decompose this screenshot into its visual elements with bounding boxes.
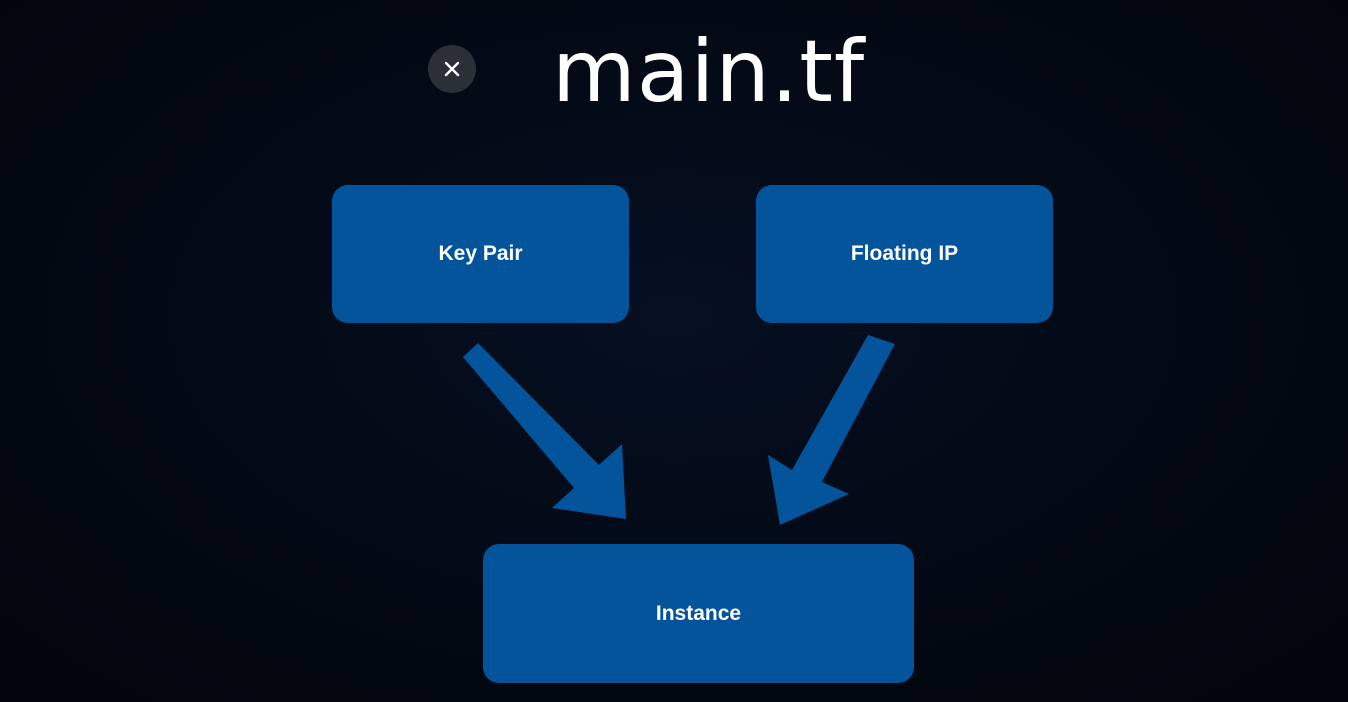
node-label: Key Pair [438, 242, 523, 265]
node-instance: Instance [483, 544, 914, 683]
close-icon [444, 61, 460, 77]
node-floating-ip: Floating IP [756, 185, 1053, 323]
arrow-key-pair-to-instance [463, 343, 626, 519]
node-label: Instance [655, 601, 742, 625]
close-button[interactable] [428, 45, 476, 93]
node-key-pair: Key Pair [332, 185, 629, 323]
slide-title: main.tf [552, 22, 866, 122]
node-label: Floating IP [850, 242, 959, 265]
arrow-floating-ip-to-instance [768, 335, 895, 525]
